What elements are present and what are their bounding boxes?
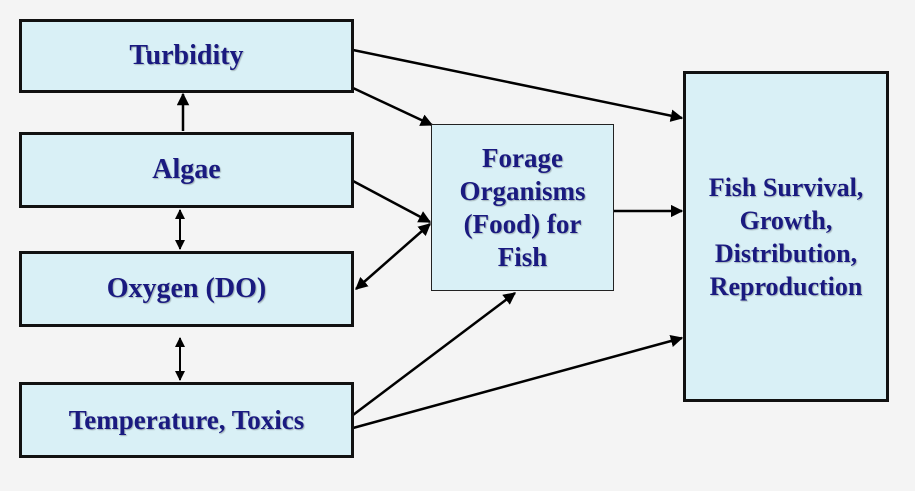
fish-line-3: Distribution, — [714, 238, 858, 268]
forage-line-3: (Food) for — [463, 208, 582, 239]
arrow-temperature-to-forage — [352, 292, 516, 416]
fish-line-2: Growth, — [739, 205, 833, 235]
temperature-label: Temperature, Toxics — [68, 404, 305, 435]
arrow-algae-to-forage — [352, 179, 432, 224]
arrow-turbidity-to-forage — [352, 86, 434, 127]
turbidity-label: Turbidity — [129, 40, 244, 71]
arrow-oxygen-forage — [355, 223, 431, 290]
fish-outcome-box: Fish Survival, Growth, Distribution, Rep… — [683, 71, 889, 402]
forage-box: Forage Organisms (Food) for Fish — [431, 124, 614, 291]
arrow-turbidity-to-fish — [352, 48, 684, 122]
forage-line-1: Forage — [482, 142, 563, 173]
temperature-box: Temperature, Toxics — [19, 382, 354, 458]
arrow-temperature-to-fish — [352, 334, 684, 430]
fish-line-1: Fish Survival, — [708, 172, 864, 202]
algae-box: Algae — [19, 132, 354, 208]
oxygen-box: Oxygen (DO) — [19, 251, 354, 327]
algae-label: Algae — [152, 154, 221, 185]
fish-line-4: Reproduction — [709, 271, 863, 301]
oxygen-label: Oxygen (DO) — [106, 273, 267, 304]
forage-line-2: Organisms — [459, 175, 586, 206]
turbidity-box: Turbidity — [19, 19, 354, 93]
forage-line-4: Fish — [497, 241, 548, 272]
